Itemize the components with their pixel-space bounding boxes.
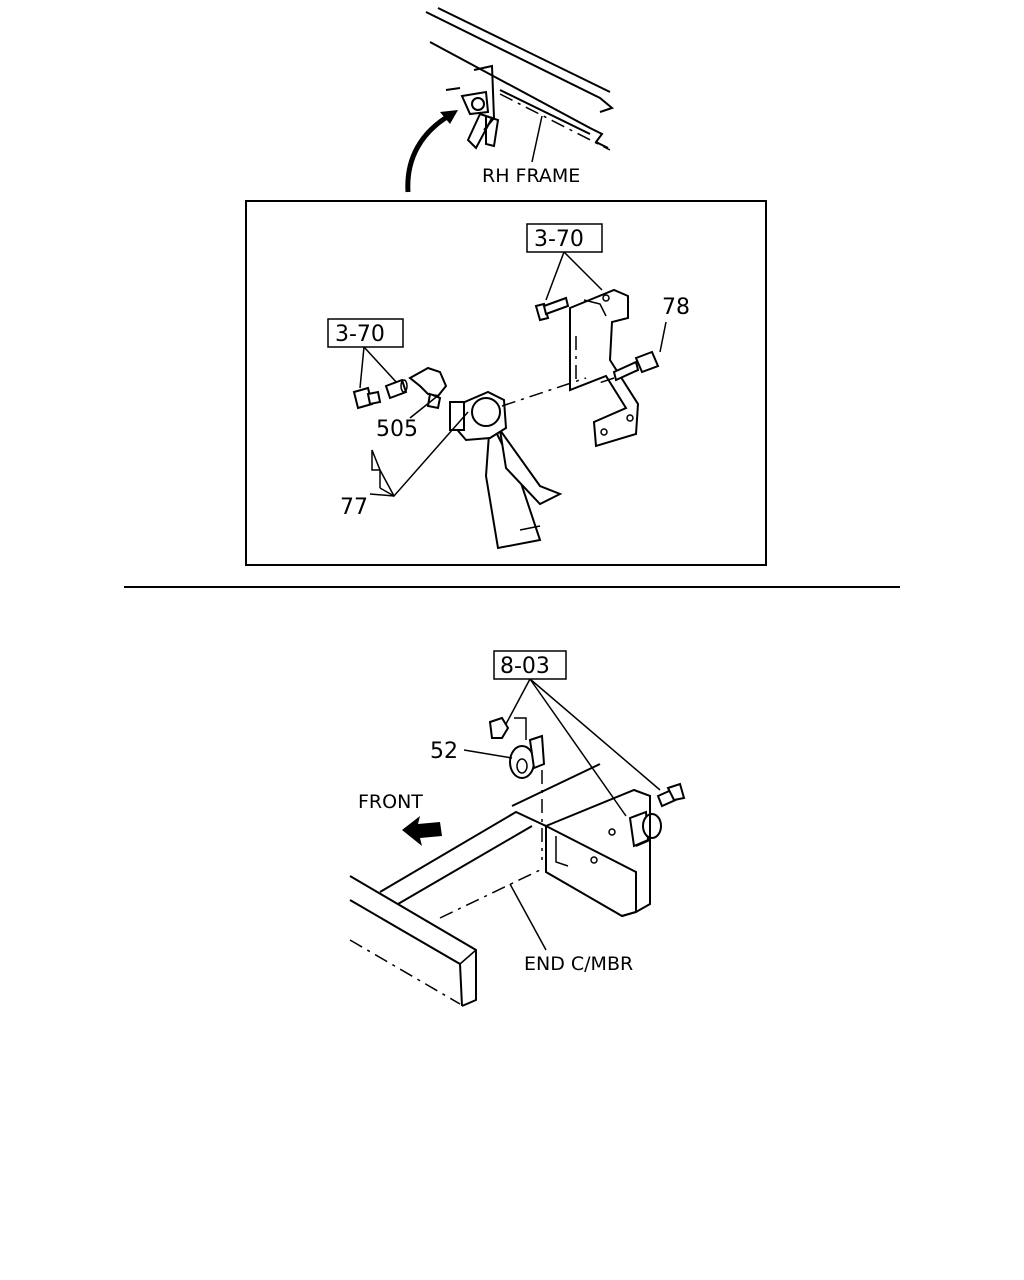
frame-rail-icon [425,7,615,151]
ref-box-8-03: 8-03 [493,650,567,680]
nut-icon [488,716,510,739]
bolt-icon [534,296,570,322]
ref-box-3-70-upper: 3-70 [526,223,603,253]
ref-box-3-70-lower: 3-70 [327,318,404,348]
part-number-52: 52 [430,739,458,764]
bracket-icon [569,288,640,448]
front-arrow-icon [402,816,442,846]
svg-text:3-70: 3-70 [534,227,584,252]
curved-arrow-icon [405,111,454,193]
end-c-mbr-label: END C/MBR [524,953,633,975]
rh-frame-label: RH FRAME [482,165,580,187]
cross-member-icon [379,763,651,919]
part-number-78: 78 [662,295,690,320]
nut-icon [384,378,408,400]
svg-text:8-03: 8-03 [500,654,550,679]
bracket-icon [628,810,662,848]
horn-icon [449,390,563,550]
part-number-505: 505 [376,417,418,442]
horn-icon [445,64,500,150]
bolt-icon [612,350,660,382]
svg-text:3-70: 3-70 [335,322,385,347]
frame-rail-icon [349,875,477,1007]
nut-icon [352,386,382,410]
bolt-icon [656,782,686,808]
part-number-77: 77 [340,495,368,520]
elbow-fitting-icon [408,366,448,410]
horn-icon [509,734,546,779]
front-label: FRONT [358,791,423,813]
detail-view-frame [245,200,767,566]
